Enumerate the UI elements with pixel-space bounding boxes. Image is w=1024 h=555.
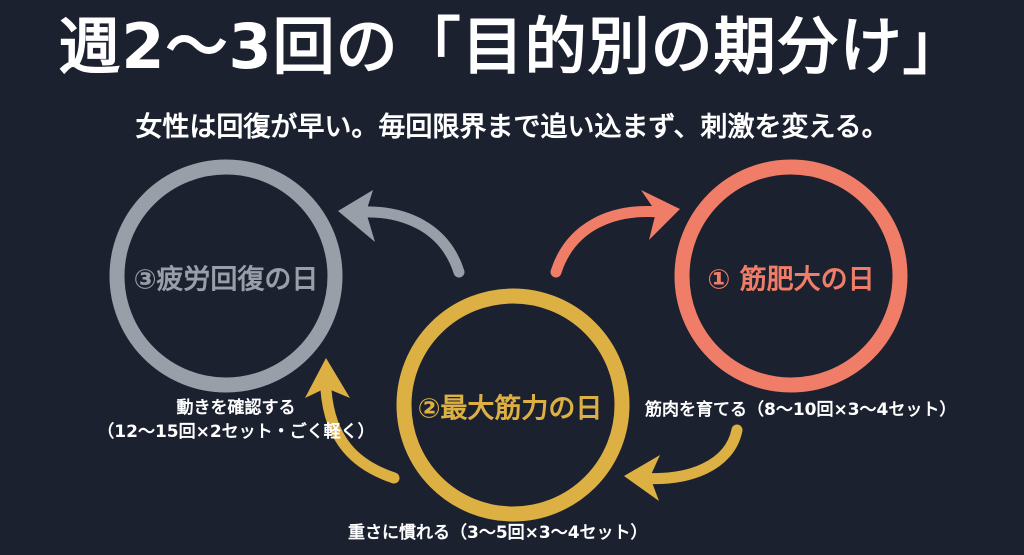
arrow-strength-to-hypertrophy-icon [550, 190, 680, 278]
arrow-strength-to-recovery-icon [305, 358, 400, 484]
recovery-circle [109, 159, 343, 393]
recovery-note-line2: （12〜15回×2セット・ごく軽く） [97, 422, 375, 442]
recovery-note: 動きを確認する （12〜15回×2セット・ごく軽く） [80, 396, 392, 444]
page-subtitle: 女性は回復が早い。毎回限界まで追い込まず、刺激を変える。 [135, 112, 889, 143]
page-title: 週2〜3回の「目的別の期分け」 [58, 10, 966, 83]
recovery-note-line1: 動きを確認する [176, 398, 296, 418]
recovery-phase-label: ③疲労回復の日 [133, 264, 319, 296]
hypertrophy-phase-label: ① 筋肥大の日 [707, 264, 875, 296]
strength-note: 重さに慣れる（3〜5回×3〜4セット） [348, 523, 648, 543]
hypertrophy-circle [674, 159, 908, 393]
strength-circle [396, 288, 630, 522]
arrow-to-recovery-icon [338, 190, 465, 278]
strength-phase-label: ②最大筋力の日 [417, 393, 603, 425]
arrow-hypertrophy-to-strength-icon [624, 424, 743, 501]
hypertrophy-note: 筋肉を育てる（8〜10回×3〜4セット） [645, 400, 957, 420]
